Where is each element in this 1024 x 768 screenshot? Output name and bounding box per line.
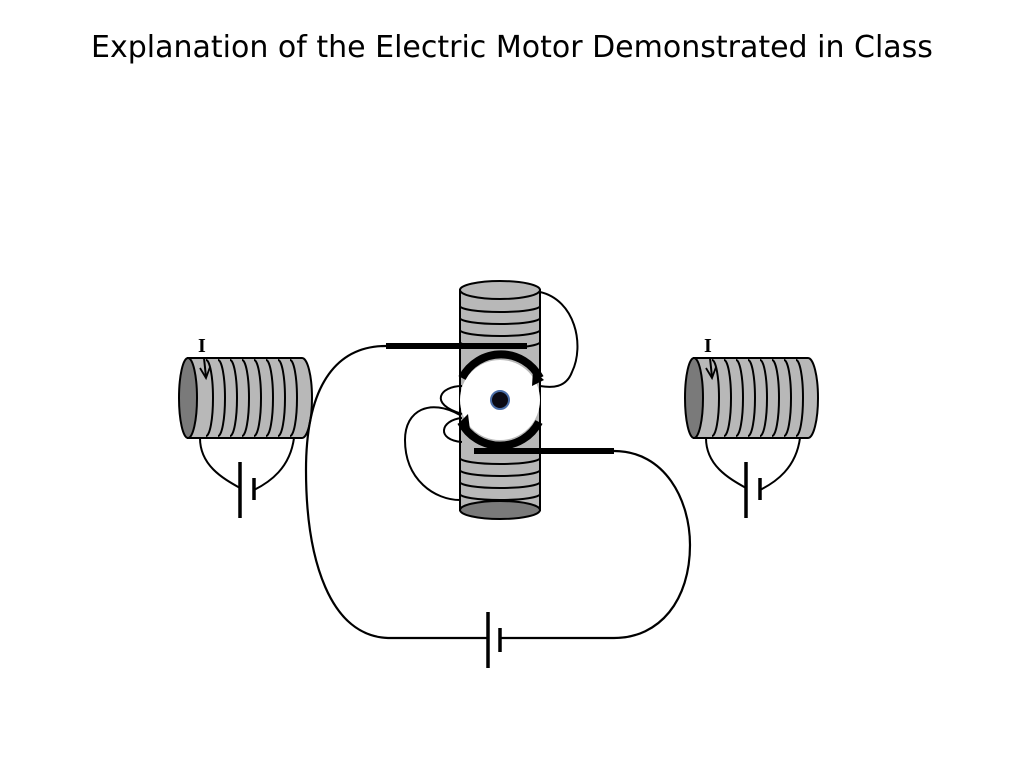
left-field-coil [178, 357, 313, 439]
slide-title: Explanation of the Electric Motor Demons… [91, 30, 933, 65]
right-field-coil [684, 357, 819, 439]
main-battery [486, 612, 502, 668]
left-current-label: I [198, 335, 206, 357]
armature-leads [403, 291, 579, 501]
axle-icon [490, 390, 510, 410]
left-coil-battery [199, 437, 295, 518]
right-current-label: I [704, 335, 712, 357]
main-circuit-wire [304, 344, 692, 640]
right-coil-battery [705, 437, 801, 518]
commutator [457, 350, 544, 450]
brushes [386, 343, 614, 454]
